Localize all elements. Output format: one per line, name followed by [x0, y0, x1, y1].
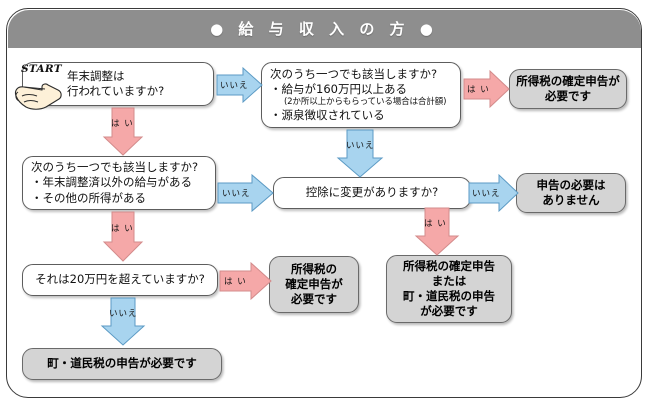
- q2-line-1: 次のうち一つでも該当しますか?: [270, 66, 438, 81]
- q1-line-2: 行われていますか?: [67, 84, 165, 98]
- q3-line-2: ・年末調整済以外の給与がある: [31, 175, 192, 190]
- arrow-label-a2: は い: [111, 119, 134, 129]
- r3-line-2: 確定申告が: [285, 276, 343, 291]
- arrow-q3-to-q4: いいえ: [217, 173, 274, 213]
- arrow-label-a8: は い: [111, 224, 134, 234]
- start-label: START: [21, 63, 62, 75]
- result-box-r3: 所得税の 確定申告が 必要です: [269, 256, 359, 313]
- q2-line-4: ・源泉徴収されている: [270, 108, 385, 123]
- question-box-q4: 控除に変更がありますか?: [273, 177, 471, 209]
- result-box-r4: 所得税の確定申告 または 町・道民税の申告 が必要です: [386, 255, 512, 323]
- arrow-q4-to-r2: いいえ: [468, 173, 519, 213]
- r4-line-1: 所得税の確定申告: [403, 258, 495, 273]
- r1-line-2: 必要です: [545, 89, 591, 103]
- r4-line-2: または: [431, 273, 467, 288]
- arrow-label-a5: いいえ: [222, 189, 251, 199]
- arrow-label-a3: は い: [467, 85, 490, 95]
- arrow-q3-to-q5: は い: [102, 211, 144, 262]
- arrow-q1-to-q2: いいえ: [216, 66, 263, 104]
- arrow-label-a4: いいえ: [346, 141, 375, 151]
- q3-line-3: ・その他の所得がある: [31, 190, 146, 205]
- arrow-label-a1: いいえ: [220, 81, 249, 91]
- r2-line-2: ありません: [542, 193, 600, 207]
- page-title: ● 給 与 収 入 の 方 ●: [210, 20, 438, 38]
- q3-line-1: 次のうち一つでも該当しますか?: [31, 160, 199, 175]
- q4-line-1: 控除に変更がありますか?: [305, 185, 439, 200]
- frame-header: ● 給 与 収 入 の 方 ●: [7, 9, 641, 48]
- q2-line-2: ・給与が160万円以上ある: [270, 81, 407, 96]
- r2-line-1: 申告の必要は: [536, 177, 606, 192]
- arrow-q5-to-r5: いいえ: [100, 297, 146, 346]
- arrow-label-a6: いいえ: [472, 189, 501, 199]
- r3-line-1: 所得税の: [291, 261, 337, 276]
- q1-line-1: 年末調整は: [67, 68, 125, 83]
- arrow-q2-to-r1: は い: [463, 69, 510, 109]
- arrow-q4-to-r4: は い: [414, 207, 460, 256]
- r5-line-1: 町・道民税の申告が必要です: [47, 356, 197, 371]
- arrow-label-a9: は い: [224, 277, 247, 287]
- r4-line-4: が必要です: [420, 304, 478, 319]
- arrow-q2-to-q4: いいえ: [336, 129, 384, 178]
- r1-line-1: 所得税の確定申告が: [516, 73, 620, 88]
- arrow-label-a7: は い: [424, 219, 447, 229]
- pointing-hand-icon: [12, 66, 66, 116]
- r4-line-3: 町・道民税の申告: [403, 289, 495, 303]
- question-box-q5: それは20万円を超えていますか?: [22, 264, 218, 296]
- question-box-q3: 次のうち一つでも該当しますか? ・年末調整済以外の給与がある ・その他の所得があ…: [22, 156, 216, 210]
- question-box-q2: 次のうち一つでも該当しますか? ・給与が160万円以上ある (2か所以上からもら…: [261, 62, 461, 128]
- q2-line-3: (2か所以上からもらっている場合は合計額): [284, 96, 447, 107]
- arrow-q5-to-r3: は い: [219, 261, 272, 301]
- arrow-q1-to-q3: は い: [102, 107, 144, 156]
- result-box-r2: 申告の必要は ありません: [516, 173, 626, 213]
- arrow-label-a10: いいえ: [109, 309, 138, 319]
- result-box-r1: 所得税の確定申告が 必要です: [509, 69, 627, 109]
- result-box-r5: 町・道民税の申告が必要です: [22, 348, 222, 380]
- r3-line-3: 必要です: [291, 292, 337, 307]
- q5-line-1: それは20万円を超えていますか?: [35, 272, 205, 287]
